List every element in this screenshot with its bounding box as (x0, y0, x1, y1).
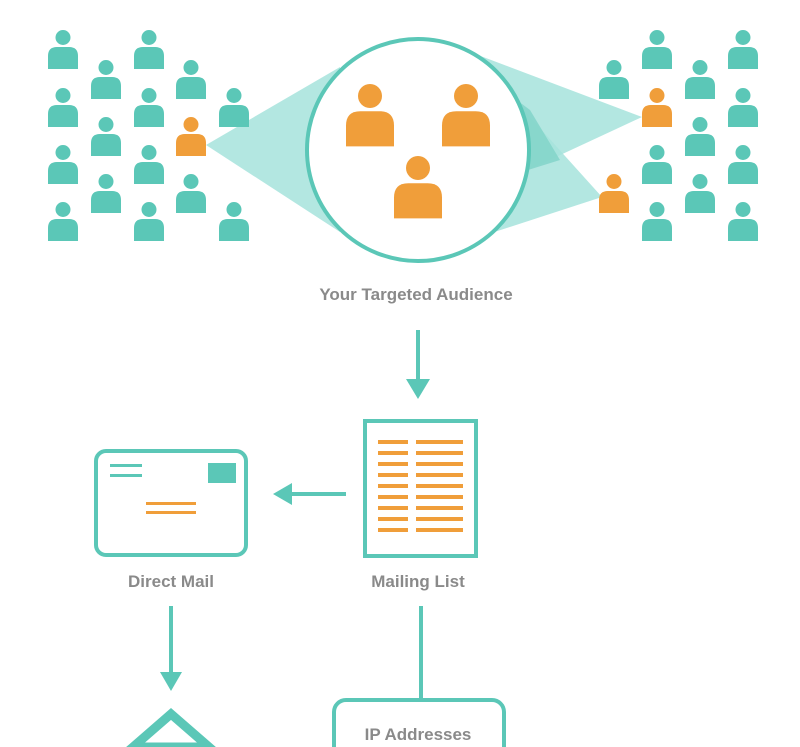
list-text-line (416, 495, 463, 499)
list-bullet-line (378, 462, 408, 466)
list-text-line (416, 440, 463, 444)
list-text-line (416, 506, 463, 510)
highlighted-person-icon (642, 88, 672, 127)
list-bullet-line (378, 517, 408, 521)
person-icon (219, 202, 249, 241)
person-icon (48, 145, 78, 184)
highlighted-person-icon (599, 174, 629, 213)
selected-person-icon (394, 156, 442, 219)
person-icon (599, 60, 629, 99)
ip-addresses-label: IP Addresses (365, 725, 472, 744)
person-icon (48, 30, 78, 69)
person-icon (91, 60, 121, 99)
magnifier-circle (305, 37, 531, 263)
person-icon (134, 30, 164, 69)
selected-audience-group (346, 84, 490, 219)
list-text-line (416, 528, 463, 532)
list-bullet-line (378, 495, 408, 499)
person-icon (176, 60, 206, 99)
person-icon (48, 202, 78, 241)
selected-person-icon (442, 84, 490, 147)
list-text-line (416, 473, 463, 477)
left-beam (206, 67, 340, 232)
list-text-line (416, 484, 463, 488)
list-bullet-line (378, 506, 408, 510)
list-bullet-line (378, 528, 408, 532)
document-lines (378, 440, 463, 532)
person-icon (685, 174, 715, 213)
selected-person-icon (346, 84, 394, 147)
list-bullet-line (378, 473, 408, 477)
right-beam-top (470, 52, 642, 170)
person-icon (728, 30, 758, 69)
person-icon (642, 30, 672, 69)
person-icon (134, 145, 164, 184)
arrow-icon (406, 379, 430, 399)
list-text-line (416, 517, 463, 521)
list-bullet-line (378, 440, 408, 444)
arrow-left-to-direct-mail (273, 483, 346, 505)
person-icon (134, 202, 164, 241)
audience-label: Your Targeted Audience (319, 285, 512, 304)
person-icon (642, 145, 672, 184)
person-icon (176, 174, 206, 213)
mailing-list-label: Mailing List (371, 572, 465, 591)
list-bullet-line (378, 484, 408, 488)
arrow-down-from-direct-mail (160, 606, 182, 691)
list-bullet-line (378, 451, 408, 455)
direct-mail-label: Direct Mail (128, 572, 214, 591)
ip-addresses-box: IP Addresses (332, 698, 506, 747)
document-list-icon (363, 419, 478, 558)
person-icon (728, 88, 758, 127)
person-icon (685, 117, 715, 156)
highlighted-person-icon (176, 117, 206, 156)
list-text-line (416, 451, 463, 455)
arrow-down-to-mailing-list (406, 330, 430, 399)
person-icon (91, 174, 121, 213)
person-icon (219, 88, 249, 127)
crowd-group (48, 30, 758, 241)
person-icon (134, 88, 164, 127)
arrow-icon (160, 672, 182, 691)
person-icon (728, 202, 758, 241)
person-icon (91, 117, 121, 156)
person-icon (728, 145, 758, 184)
house-roof-icon (126, 708, 216, 747)
list-text-line (416, 462, 463, 466)
arrow-icon (273, 483, 292, 505)
person-icon (685, 60, 715, 99)
person-icon (642, 202, 672, 241)
envelope-icon (94, 449, 248, 557)
person-icon (48, 88, 78, 127)
